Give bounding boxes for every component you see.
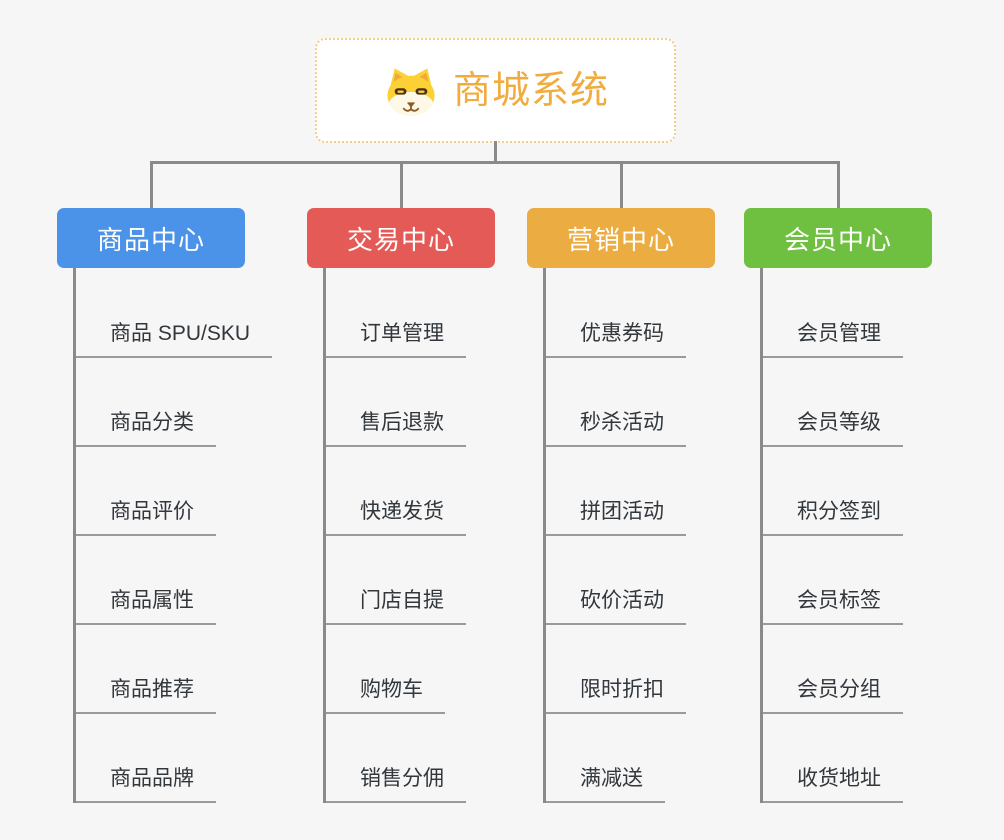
leaf-node[interactable]: 满减送 [546,763,665,803]
leaf-node[interactable]: 会员标签 [763,585,903,625]
leaf-node[interactable]: 商品评价 [76,496,216,536]
leaf-node[interactable]: 商品属性 [76,585,216,625]
leaf-node[interactable]: 商品分类 [76,407,216,447]
branch-children-goods: 商品 SPU/SKU 商品分类 商品评价 商品属性 商品推荐 商品品牌 [73,268,316,803]
leaf-node[interactable]: 商品品牌 [76,763,216,803]
leaf-node[interactable]: 秒杀活动 [546,407,686,447]
root-title: 商城系统 [452,69,609,112]
branch-node-member-center[interactable]: 会员中心 [744,208,932,268]
branch-node-goods-center[interactable]: 商品中心 [57,208,245,268]
connector-drop-1 [150,161,153,209]
branch-node-trade-center[interactable]: 交易中心 [307,208,495,268]
leaf-node[interactable]: 销售分佣 [326,763,466,803]
leaf-node[interactable]: 门店自提 [326,585,466,625]
leaf-node[interactable]: 商品 SPU/SKU [76,318,273,358]
leaf-node[interactable]: 会员管理 [763,318,903,358]
dog-face-icon [382,65,440,117]
leaf-node[interactable]: 收货地址 [763,763,903,803]
leaf-node[interactable]: 会员等级 [763,407,903,447]
leaf-node[interactable]: 订单管理 [326,318,466,358]
leaf-node[interactable]: 商品推荐 [76,674,216,714]
leaf-node[interactable]: 售后退款 [326,407,466,447]
leaf-node[interactable]: 积分签到 [763,496,903,536]
connector-drop-4 [837,161,840,209]
leaf-node[interactable]: 购物车 [326,674,445,714]
connector-root-stub [494,141,497,163]
leaf-node[interactable]: 限时折扣 [546,674,686,714]
root-node[interactable]: 商城系统 [315,38,676,143]
connector-horizontal [150,161,840,164]
branch-children-marketing: 优惠券码 秒杀活动 拼团活动 砍价活动 限时折扣 满减送 [543,268,786,803]
connector-drop-3 [620,161,623,209]
connector-drop-2 [400,161,403,209]
leaf-node[interactable]: 快递发货 [326,496,466,536]
branch-children-member: 会员管理 会员等级 积分签到 会员标签 会员分组 收货地址 [760,268,1003,803]
branch-children-trade: 订单管理 售后退款 快递发货 门店自提 购物车 销售分佣 [323,268,566,803]
leaf-node[interactable]: 优惠券码 [546,318,686,358]
leaf-node[interactable]: 砍价活动 [546,585,686,625]
leaf-node[interactable]: 会员分组 [763,674,903,714]
branch-node-marketing-center[interactable]: 营销中心 [527,208,715,268]
leaf-node[interactable]: 拼团活动 [546,496,686,536]
